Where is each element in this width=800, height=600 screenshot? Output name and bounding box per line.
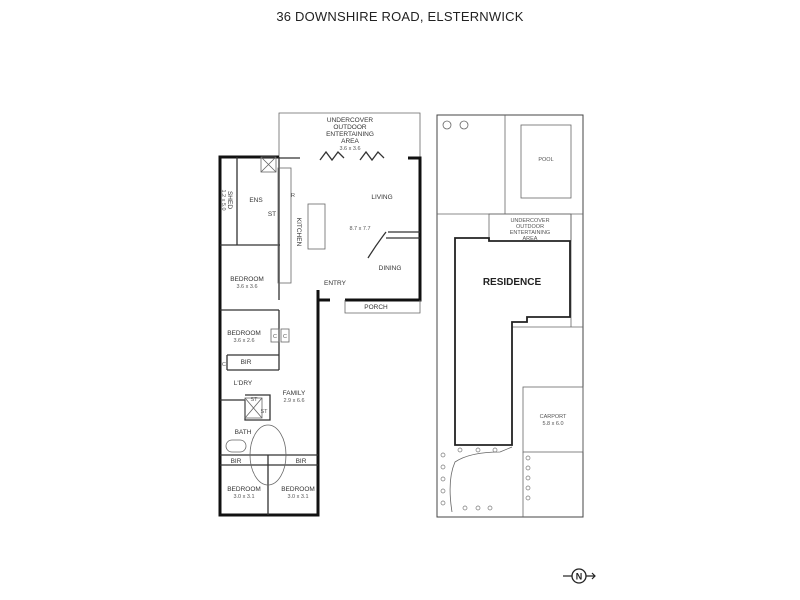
entry-label: ENTRY <box>324 280 347 287</box>
exterior-wall-east <box>345 156 422 302</box>
bathtub <box>225 439 247 453</box>
bedroom-3-label: BEDROOM <box>227 486 261 493</box>
site-plan: POOL UNDERCOVER OUTDOOR ENTERTAINING ARE… <box>436 114 584 518</box>
carport-outline <box>522 386 584 453</box>
bedroom-4-label: BEDROOM <box>281 486 315 493</box>
cupboard-label: C <box>283 334 287 340</box>
page-title: 36 DOWNSHIRE ROAD, ELSTERNWICK <box>276 9 524 24</box>
arrow-right-icon <box>586 572 596 580</box>
pool-label: POOL <box>538 157 553 163</box>
north-compass: N <box>563 568 596 584</box>
family-label: FAMILY <box>283 390 306 397</box>
kitchen-island <box>307 203 326 250</box>
store-label: ST <box>250 397 258 403</box>
residence-label: RESIDENCE <box>483 277 542 288</box>
bedroom-4-dim: 3.0 x 3.1 <box>287 494 308 500</box>
pool-outline <box>520 124 572 199</box>
living-dim: 8.7 x 7.7 <box>349 226 370 232</box>
bedroom-2-label: BEDROOM <box>227 330 261 337</box>
fridge-label: R <box>291 193 295 199</box>
bir-label: BIR <box>241 359 252 366</box>
bir-label: BIR <box>231 458 242 465</box>
shower <box>260 156 277 173</box>
exterior-wall-entry <box>316 290 330 445</box>
carport-dim: 5.8 x 6.0 <box>542 421 563 427</box>
bath-label: BATH <box>235 429 252 436</box>
living-label: LIVING <box>371 194 392 201</box>
undercover-label: AREA <box>341 138 359 145</box>
shed-label: SHED <box>226 191 233 209</box>
hall-oval <box>249 424 287 486</box>
cupboard-label: C <box>273 334 277 340</box>
ensuite-label: ENS <box>249 197 263 204</box>
porch-outline <box>344 300 421 314</box>
bir-label: BIR <box>296 458 307 465</box>
site-boundary <box>436 114 584 518</box>
undercover-area-outline <box>278 112 421 158</box>
dining-curve <box>367 231 420 259</box>
bedroom-1-label: BEDROOM <box>230 276 264 283</box>
bifold-doors <box>319 150 385 162</box>
garden-path <box>449 446 513 513</box>
carport-label: CARPORT <box>540 414 567 420</box>
exterior-wall-west <box>218 155 320 517</box>
compass-label: N <box>576 572 583 582</box>
shed-dim: 1.2 x 5.0 <box>220 189 226 210</box>
shrubs <box>440 447 531 511</box>
laundry-shower <box>244 397 263 419</box>
undercover-label: UNDERCOVER <box>327 117 374 124</box>
store-label: ST <box>268 211 276 218</box>
undercover-dim: 3.6 x 3.6 <box>339 146 360 152</box>
residence-outline <box>454 237 571 446</box>
site-undercover-label: AREA <box>523 236 538 242</box>
undercover-label: ENTERTAINING <box>326 131 374 138</box>
cupboard-label: C <box>222 362 226 368</box>
site-undercover-label: UNDERCOVER <box>510 218 549 224</box>
tree-icon <box>442 120 452 130</box>
bedroom-1-dim: 3.6 x 3.6 <box>236 284 257 290</box>
floor-plan: UNDERCOVER OUTDOOR ENTERTAINING AREA 3.6… <box>218 112 422 517</box>
laundry-label: L'DRY <box>234 380 253 387</box>
undercover-label: OUTDOOR <box>333 124 367 131</box>
family-dim: 2.9 x 6.6 <box>283 398 304 404</box>
dining-label: DINING <box>379 265 402 272</box>
bedroom-3-dim: 3.0 x 3.1 <box>233 494 254 500</box>
tree-icon <box>459 120 469 130</box>
site-undercover-label: ENTERTAINING <box>510 230 550 236</box>
site-undercover-label: OUTDOOR <box>516 224 544 230</box>
store-label: ST <box>260 409 268 415</box>
porch-label: PORCH <box>364 304 388 311</box>
kitchen-bench <box>277 167 292 284</box>
bedroom-2-dim: 3.6 x 2.6 <box>233 338 254 344</box>
kitchen-label: KITCHEN <box>295 218 302 247</box>
